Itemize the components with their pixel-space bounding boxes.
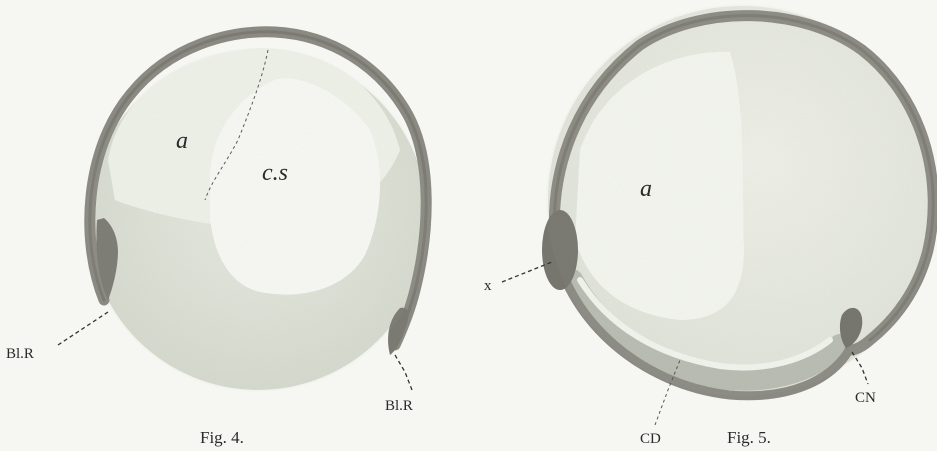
fig5-label-x: x	[484, 278, 492, 294]
fig4-leader-blr-right	[395, 355, 412, 390]
fig4-label-blr-right: Bl.R	[385, 398, 413, 414]
fig5-label-cn: CN	[855, 390, 876, 406]
fig4-leader-blr-left	[58, 312, 108, 345]
fig4-caption: Fig. 4.	[200, 428, 244, 447]
figure-4: a c.s Bl.R Bl.R Fig. 4.	[6, 32, 430, 447]
fig5-caption: Fig. 5.	[727, 428, 771, 447]
fig5-label-a: a	[640, 176, 652, 202]
fig5-label-cd: CD	[640, 431, 661, 447]
fig4-label-cs: c.s	[262, 160, 288, 186]
figure-5: a x CD CN Fig. 5.	[484, 4, 937, 447]
fig5-leader-x	[502, 262, 552, 282]
fig4-label-blr-left: Bl.R	[6, 346, 34, 362]
fig4-label-a: a	[176, 128, 188, 154]
